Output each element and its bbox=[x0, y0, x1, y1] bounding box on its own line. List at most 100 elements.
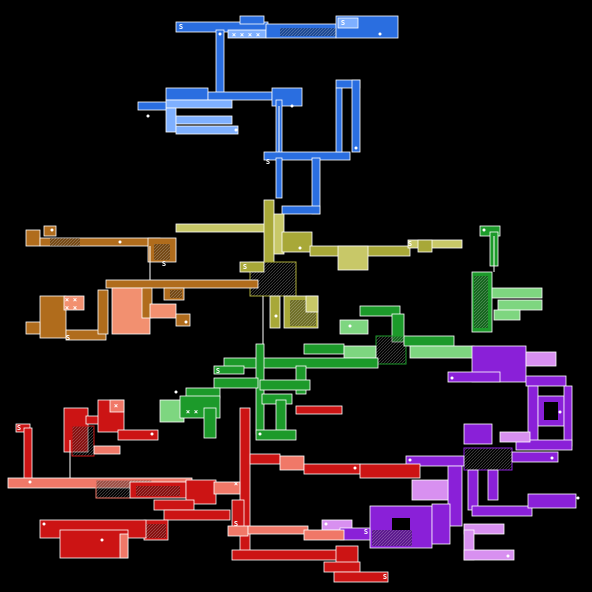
item-icon[interactable]: × bbox=[186, 408, 190, 416]
room[interactable] bbox=[269, 295, 281, 329]
room[interactable] bbox=[239, 261, 265, 273]
item-icon[interactable]: × bbox=[232, 31, 236, 39]
room[interactable] bbox=[525, 351, 557, 367]
save-point-icon[interactable]: S bbox=[234, 520, 238, 528]
room[interactable] bbox=[303, 463, 361, 475]
item-icon[interactable]: × bbox=[256, 31, 260, 39]
room[interactable] bbox=[463, 423, 493, 445]
room[interactable] bbox=[431, 503, 451, 545]
save-point-icon[interactable]: S bbox=[179, 23, 183, 31]
room[interactable] bbox=[497, 299, 543, 311]
save-point-icon[interactable]: S bbox=[408, 240, 412, 248]
room[interactable] bbox=[295, 405, 343, 415]
save-point-icon[interactable]: S bbox=[383, 573, 387, 581]
save-point-icon[interactable]: S bbox=[216, 367, 220, 375]
room[interactable] bbox=[281, 205, 321, 215]
room[interactable] bbox=[337, 17, 359, 29]
room[interactable] bbox=[146, 524, 166, 538]
room[interactable] bbox=[25, 229, 41, 247]
room[interactable] bbox=[525, 375, 567, 387]
save-point-icon[interactable]: S bbox=[66, 334, 70, 342]
room[interactable] bbox=[405, 455, 465, 467]
room[interactable] bbox=[511, 451, 559, 463]
room[interactable] bbox=[203, 407, 217, 439]
room[interactable] bbox=[63, 295, 85, 311]
room[interactable] bbox=[59, 529, 129, 559]
room[interactable] bbox=[335, 87, 343, 153]
item-icon[interactable]: × bbox=[65, 296, 69, 304]
room[interactable] bbox=[417, 239, 433, 253]
item-icon[interactable]: × bbox=[73, 296, 77, 304]
save-point-icon[interactable]: S bbox=[17, 424, 21, 432]
room[interactable] bbox=[409, 345, 475, 359]
room[interactable] bbox=[231, 549, 351, 561]
room[interactable] bbox=[136, 486, 180, 496]
item-icon[interactable]: × bbox=[114, 402, 118, 410]
room[interactable] bbox=[170, 290, 182, 298]
room[interactable] bbox=[493, 309, 521, 321]
room[interactable] bbox=[515, 439, 573, 451]
room[interactable] bbox=[463, 523, 505, 535]
room[interactable] bbox=[137, 101, 167, 111]
room[interactable] bbox=[499, 431, 531, 443]
room[interactable] bbox=[474, 276, 488, 328]
room[interactable] bbox=[71, 425, 95, 457]
room[interactable] bbox=[359, 463, 421, 479]
room[interactable] bbox=[105, 279, 259, 289]
item-icon[interactable]: × bbox=[248, 31, 252, 39]
room[interactable] bbox=[93, 445, 121, 455]
room[interactable] bbox=[544, 402, 558, 420]
item-icon[interactable]: × bbox=[234, 480, 238, 488]
room[interactable] bbox=[97, 289, 109, 335]
room[interactable] bbox=[323, 561, 361, 573]
room[interactable] bbox=[403, 335, 455, 347]
room[interactable] bbox=[255, 429, 297, 441]
room[interactable] bbox=[392, 518, 410, 530]
room[interactable] bbox=[563, 385, 573, 447]
room[interactable] bbox=[141, 287, 153, 319]
save-point-icon[interactable]: S bbox=[243, 263, 247, 271]
room[interactable] bbox=[153, 499, 195, 511]
room[interactable] bbox=[281, 231, 313, 253]
room[interactable] bbox=[119, 533, 129, 559]
item-icon[interactable]: × bbox=[65, 304, 69, 312]
room[interactable] bbox=[165, 99, 233, 109]
room[interactable] bbox=[175, 223, 267, 233]
room[interactable] bbox=[467, 469, 479, 511]
room[interactable] bbox=[25, 321, 41, 335]
room[interactable] bbox=[305, 295, 319, 313]
room[interactable] bbox=[263, 199, 275, 263]
room[interactable] bbox=[149, 303, 177, 319]
room[interactable] bbox=[407, 239, 463, 249]
room[interactable] bbox=[471, 505, 533, 517]
room[interactable] bbox=[463, 549, 515, 561]
room[interactable] bbox=[411, 479, 449, 501]
room[interactable] bbox=[303, 343, 345, 355]
save-point-icon[interactable]: S bbox=[364, 528, 368, 536]
room[interactable] bbox=[39, 295, 67, 339]
item-icon[interactable]: × bbox=[240, 31, 244, 39]
room[interactable] bbox=[117, 429, 159, 441]
room[interactable] bbox=[165, 107, 177, 133]
room[interactable] bbox=[215, 29, 225, 101]
room[interactable] bbox=[163, 509, 231, 521]
room[interactable] bbox=[359, 305, 401, 317]
room[interactable] bbox=[239, 15, 265, 25]
room[interactable] bbox=[375, 335, 407, 365]
room[interactable] bbox=[303, 529, 345, 541]
room[interactable] bbox=[207, 91, 273, 101]
save-point-icon[interactable]: S bbox=[162, 260, 166, 268]
room[interactable] bbox=[175, 125, 239, 135]
room[interactable] bbox=[249, 453, 281, 465]
room[interactable] bbox=[275, 399, 287, 431]
item-icon[interactable]: × bbox=[73, 304, 77, 312]
save-point-icon[interactable]: S bbox=[341, 19, 345, 27]
room[interactable] bbox=[247, 525, 309, 535]
room[interactable] bbox=[333, 571, 389, 583]
room[interactable] bbox=[491, 287, 543, 299]
room[interactable] bbox=[447, 371, 501, 383]
room[interactable] bbox=[339, 319, 369, 335]
room[interactable] bbox=[213, 377, 259, 389]
room[interactable] bbox=[343, 345, 377, 359]
room[interactable] bbox=[23, 427, 33, 483]
